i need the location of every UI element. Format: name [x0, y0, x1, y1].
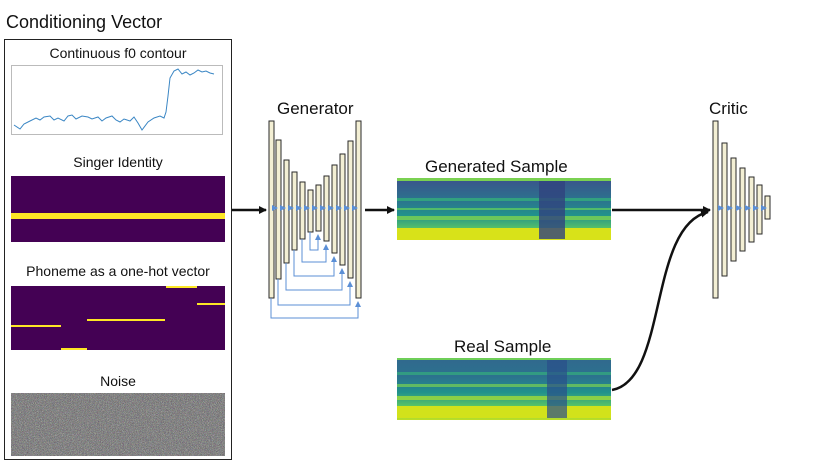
- critic-network: [712, 120, 771, 299]
- generated-sample-spectrogram: [397, 178, 611, 240]
- real-to-critic-arrow: [611, 209, 709, 392]
- generator-label: Generator: [277, 99, 354, 118]
- f0-contour-line: [13, 68, 215, 131]
- generator-network: [268, 120, 362, 299]
- critic-layer-1: [712, 120, 719, 299]
- skip-connection-2: [277, 279, 353, 306]
- critic-layer-5: [748, 176, 755, 243]
- skip-connection-3: [285, 263, 345, 291]
- generator-layer-2: [275, 139, 282, 280]
- singer-identity-heatmap: [11, 176, 225, 242]
- f0-contour-plot: [11, 65, 223, 135]
- f0-contour-label: Continuous f0 contour: [49, 45, 187, 61]
- generated-sample-label: Generated Sample: [425, 157, 568, 176]
- noise-label: Noise: [100, 373, 136, 389]
- generator-layer-4: [291, 171, 298, 251]
- conditioning-vector-title: Conditioning Vector: [6, 12, 163, 32]
- critic-layer-4: [739, 167, 746, 252]
- generator-layer-5: [299, 181, 306, 240]
- critic-layer-6: [756, 184, 763, 235]
- generator-skip-connections: [270, 232, 361, 319]
- conditioning-panel: [4, 39, 232, 460]
- real-sample-spectrogram: [397, 358, 611, 420]
- skip-connection-1: [270, 298, 361, 319]
- skip-connection-6: [309, 232, 321, 251]
- critic-layer-3: [730, 157, 737, 262]
- generator-layer-10: [339, 153, 346, 266]
- critic-layer-2: [721, 142, 728, 277]
- real-sample-label: Real Sample: [454, 337, 552, 356]
- generator-layer-11: [347, 140, 354, 279]
- noise-image: [11, 393, 225, 456]
- generator-layer-12: [355, 120, 362, 299]
- generator-layer-6: [307, 189, 314, 233]
- critic-label: Critic: [709, 99, 748, 118]
- skip-connection-4: [293, 250, 337, 277]
- phoneme-onehot-heatmap: [11, 286, 225, 350]
- singer-identity-label: Singer Identity: [73, 154, 163, 170]
- generator-layer-3: [283, 159, 290, 264]
- skip-connection-5: [301, 239, 329, 263]
- generator-layer-1: [268, 120, 275, 299]
- phoneme-onehot-label: Phoneme as a one-hot vector: [26, 263, 210, 279]
- generator-layer-9: [331, 164, 338, 254]
